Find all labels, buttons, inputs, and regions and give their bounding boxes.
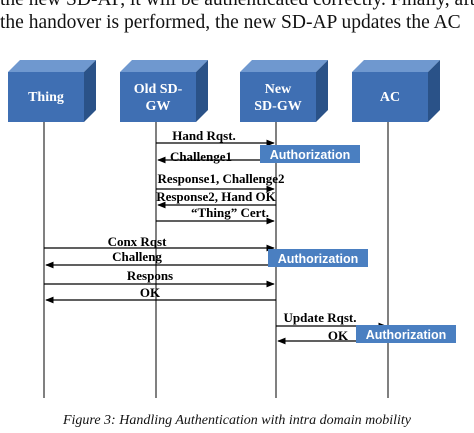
entity-old-sd-gw-label-1: Old SD-	[134, 82, 183, 97]
msg-label-ok-ac: OK	[328, 328, 349, 343]
entity-ac: AC	[352, 60, 440, 122]
entity-old-sd-gw: Old SD- GW	[120, 60, 208, 122]
msg-label-conx-rqst: Conx Rqst	[108, 234, 168, 249]
entity-ac-label: AC	[380, 90, 400, 105]
authorization-box-1: Authorization	[260, 145, 360, 163]
authorization-label-2: Authorization	[278, 252, 359, 266]
msg-label-thing-cert: “Thing” Cert.	[191, 205, 269, 220]
body-text-line-2: the handover is performed, the new SD-AP…	[0, 12, 461, 33]
authorization-label-3: Authorization	[366, 328, 447, 342]
msg-label-ok-thing: OK	[140, 285, 161, 300]
authorization-box-3: Authorization	[356, 325, 456, 343]
entity-new-sd-gw-label-1: New	[265, 82, 292, 97]
entity-thing: Thing	[8, 60, 96, 122]
msg-label-update-rqst: Update Rqst.	[284, 310, 357, 325]
entity-old-sd-gw-label-2: GW	[146, 99, 171, 114]
figure-caption: Figure 3: Handling Authentication with i…	[62, 413, 412, 428]
msg-label-challenge1: Challenge1	[170, 149, 232, 164]
msg-label-respons: Respons	[127, 268, 173, 283]
msg-label-response1-challenge2: Response1, Challenge2	[157, 171, 284, 186]
authorization-box-2: Authorization	[268, 249, 368, 267]
msg-label-response2-hand-ok: Response2, Hand OK	[156, 189, 276, 204]
entity-new-sd-gw: New SD-GW	[240, 60, 328, 122]
entity-thing-label: Thing	[28, 90, 64, 105]
body-text-line-1: the new SD-AP, it will be authenticated …	[0, 0, 474, 11]
msg-label-hand-rqst: Hand Rqst.	[172, 128, 236, 143]
authorization-label-1: Authorization	[270, 148, 351, 162]
msg-label-challeng: Challeng	[112, 249, 162, 264]
entity-new-sd-gw-label-2: SD-GW	[254, 99, 301, 114]
